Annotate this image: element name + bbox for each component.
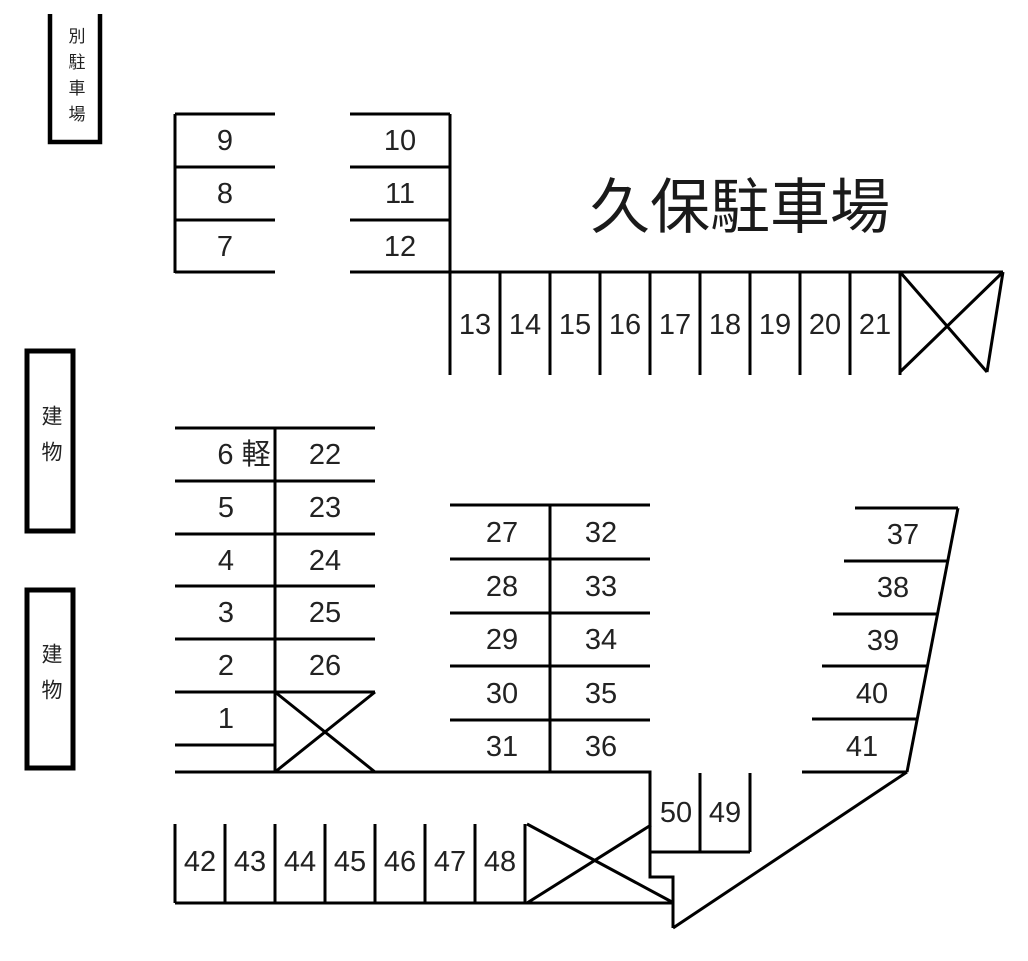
space-13-label: 13	[459, 309, 491, 341]
space-37-label: 37	[887, 519, 919, 551]
space-7-label: 7	[217, 231, 233, 263]
space-32-label: 32	[585, 517, 617, 549]
space-2-label: 2	[218, 650, 234, 682]
space-3-label: 3	[218, 597, 234, 629]
column-9-7-lines	[173, 112, 275, 274]
box-50-49-lines	[650, 773, 752, 854]
crossed-space-bottom	[526, 822, 673, 905]
building-upper-text: 建物	[39, 405, 62, 477]
space-42-label: 42	[184, 846, 216, 878]
space-18-label: 18	[709, 309, 741, 341]
space-21-label: 21	[859, 309, 891, 341]
space-40-label: 40	[856, 678, 888, 710]
annex-parking-label: 別駐車場	[52, 20, 98, 138]
space-48-label: 48	[484, 846, 516, 878]
building-upper-box	[24, 348, 76, 534]
space-35-label: 35	[585, 678, 617, 710]
building-lower-box	[24, 587, 76, 771]
space-26-label: 26	[309, 650, 341, 682]
space-30-label: 30	[486, 678, 518, 710]
space-11-label: 11	[385, 178, 415, 210]
space-49-label: 49	[709, 797, 741, 829]
space-50-label: 50	[660, 797, 692, 829]
building-lower-text: 建物	[39, 643, 62, 715]
space-24-label: 24	[309, 545, 341, 577]
space-8-label: 8	[217, 178, 233, 210]
column-10-12-lines	[350, 112, 452, 375]
space-19-label: 19	[759, 309, 791, 341]
space-31-label: 31	[486, 731, 518, 763]
space-36-label: 36	[585, 731, 617, 763]
space-1-label: 1	[218, 703, 234, 735]
space-17-label: 17	[659, 309, 691, 341]
space-47-label: 47	[434, 846, 466, 878]
building-lower-label: 建物	[27, 592, 73, 766]
space-25-label: 25	[309, 597, 341, 629]
space-6kei-label: 6 軽	[217, 438, 270, 471]
row-42-48-lines	[173, 824, 672, 905]
column-37-41-lines	[802, 506, 960, 774]
space-12-label: 12	[384, 231, 416, 263]
space-5-label: 5	[218, 492, 234, 524]
space-43-label: 43	[234, 846, 266, 878]
space-15-label: 15	[559, 309, 591, 341]
space-28-label: 28	[486, 571, 518, 603]
boundary-diagonal	[672, 770, 908, 930]
column-27-36-lines	[450, 503, 650, 772]
space-41-label: 41	[846, 731, 878, 763]
space-9-label: 9	[217, 125, 233, 157]
crossed-space-middle	[274, 690, 376, 774]
space-46-label: 46	[384, 846, 416, 878]
space-23-label: 23	[309, 492, 341, 524]
space-22-label: 22	[309, 439, 341, 471]
lot-title: 久保駐車場	[590, 174, 890, 241]
space-38-label: 38	[877, 572, 909, 604]
space-20-label: 20	[809, 309, 841, 341]
space-4-label: 4	[218, 545, 234, 577]
space-34-label: 34	[585, 624, 617, 656]
row-13-21-lines	[350, 270, 1003, 375]
space-14-label: 14	[509, 309, 541, 341]
space-39-label: 39	[867, 625, 899, 657]
annex-parking-box	[47, 14, 103, 145]
space-33-label: 33	[585, 571, 617, 603]
crossed-space-top-right	[898, 270, 1005, 374]
space-27-label: 27	[486, 517, 518, 549]
space-10-label: 10	[384, 125, 416, 157]
annex-parking-text: 別駐車場	[65, 27, 85, 131]
space-44-label: 44	[284, 846, 316, 878]
building-upper-label: 建物	[27, 353, 73, 529]
space-45-label: 45	[334, 846, 366, 878]
space-29-label: 29	[486, 624, 518, 656]
space-16-label: 16	[609, 309, 641, 341]
